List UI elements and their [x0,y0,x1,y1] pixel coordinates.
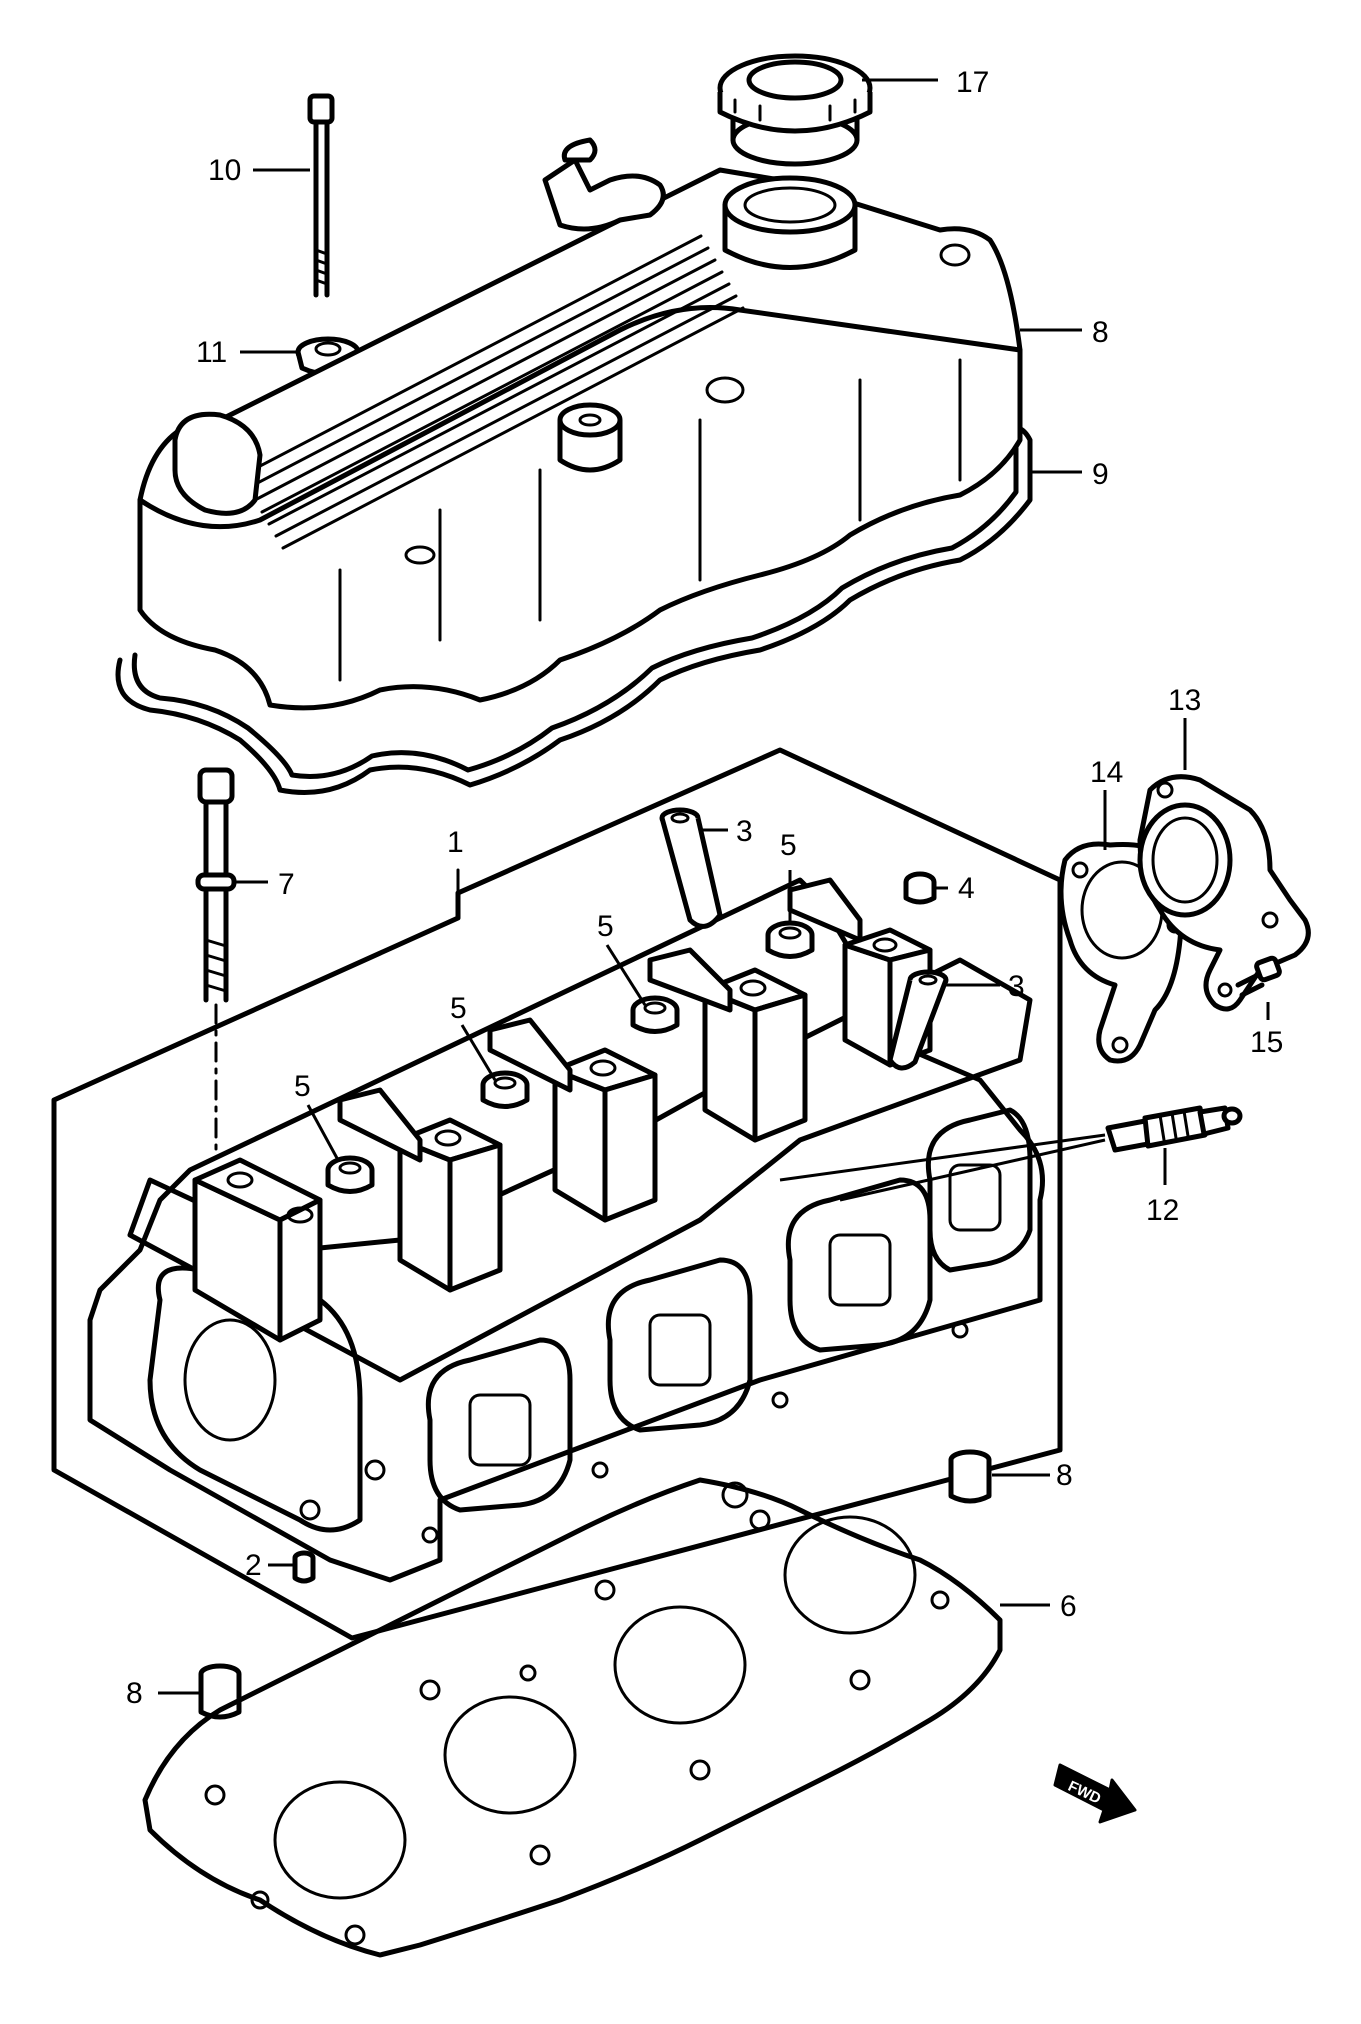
valve-guide-2 [887,969,949,1071]
forward-arrow-icon: FWD [1053,1763,1137,1824]
callout-2: 2 [245,1549,262,1582]
head-gasket [142,1477,1003,1958]
callout-9: 8 [1092,316,1109,349]
valve-seal-2 [480,1070,530,1109]
head-bolt [195,767,237,1003]
housing-bolt [1235,955,1282,998]
callout-5-c: 5 [450,992,467,1025]
callout-6: 6 [1060,1590,1077,1623]
cylinder-head-cover-gasket [115,424,1033,795]
callout-14: 13 [1168,684,1201,717]
dowel-pin [292,1550,316,1584]
leader-lines [158,78,1270,1695]
callout-8-lower: 8 [126,1677,143,1710]
valve-seal-1 [325,1155,375,1194]
callout-7: 7 [278,868,295,901]
dowel-2 [948,1449,992,1504]
callout-3-upper: 3 [736,815,753,848]
dowel-1 [198,1663,242,1720]
valve-seal-3 [630,995,680,1034]
spark-plug [1105,1105,1243,1153]
cam-tower-2 [397,1117,503,1293]
callout-4: 4 [958,872,975,905]
callout-5-b: 5 [597,910,614,943]
cam-tower-1 [192,1157,323,1343]
callout-5-rear: 5 [780,829,797,862]
callout-8-upper: 8 [1056,1459,1073,1492]
callout-12: 11 [196,336,227,369]
callout-5-a: 5 [294,1070,311,1103]
cylinder-head-cover [137,137,1023,711]
callout-10: 9 [1092,458,1109,491]
cam-tower-3 [552,1047,658,1223]
cylinder-head [87,877,1045,1583]
plug [903,871,937,905]
callout-11: 10 [208,154,241,187]
callout-15: 14 [1090,756,1123,789]
cam-tower-4 [702,967,808,1143]
callout-1: 1 [447,826,464,859]
housing-gasket [1058,841,1188,1064]
callout-13: 12 [1146,1194,1179,1227]
callout-17: 17 [956,66,989,99]
callout-3-lower: 3 [1008,970,1025,1003]
callout-16: 15 [1250,1026,1283,1059]
valve-guide-1 [659,807,723,929]
callout-labels: 10 11 17 8 9 7 1 3 5 4 3 5 5 5 2 8 8 6 1… [126,66,1283,1710]
distributor-housing [1137,774,1311,1012]
cover-bolt [307,93,335,298]
oil-filler-cap [717,53,873,167]
valve-seal-4 [765,920,815,959]
